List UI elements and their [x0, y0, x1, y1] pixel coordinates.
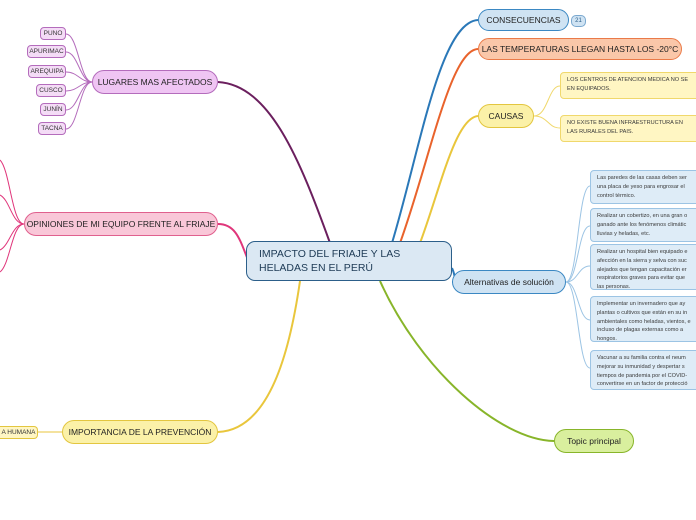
lugar-label: TACNA: [41, 125, 63, 132]
lugar-label: JUNÍN: [43, 106, 63, 113]
alternativa-note-text: Realizar un cobertizo, en una gran o gan…: [597, 213, 688, 237]
lugar-label: PUNO: [43, 30, 63, 37]
lugares-label: LUGARES MAS AFECTADOS: [97, 77, 213, 87]
link-lugares: [217, 81, 331, 244]
topic-principal-label: Topic principal: [567, 436, 621, 446]
lugar-item[interactable]: JUNÍN: [40, 103, 66, 116]
central-topic[interactable]: IMPACTO DEL FRIAJE Y LAS HELADAS EN EL P…: [246, 241, 452, 281]
causa-note[interactable]: LOS CENTROS DE ATENCION MEDICA NO SE EN …: [560, 72, 696, 99]
lugar-item[interactable]: AREQUIPA: [28, 65, 66, 78]
lugar-label: AREQUIPA: [30, 68, 64, 75]
importancia-node[interactable]: IMPORTANCIA DE LA PREVENCIÓN: [62, 420, 218, 444]
link-temperaturas: [399, 48, 479, 244]
lugares-node[interactable]: LUGARES MAS AFECTADOS: [92, 70, 218, 94]
topic-principal-node[interactable]: Topic principal: [554, 429, 634, 453]
causas-node[interactable]: CAUSAS: [478, 104, 534, 128]
alternativas-node[interactable]: Alternativas de solución: [452, 270, 566, 294]
lugar-label: APURIMAC: [29, 48, 64, 55]
link-topic: [379, 280, 555, 442]
link-importancia: [217, 280, 301, 433]
link-causas: [419, 115, 479, 244]
causa-note[interactable]: NO EXISTE BUENA INFRAESTRUCTURA EN LAS R…: [560, 115, 696, 142]
opiniones-node[interactable]: OPINIONES DE MI EQUIPO FRENTE AL FRIAJE: [24, 212, 218, 236]
lugar-item[interactable]: CUSCO: [36, 84, 66, 97]
lugar-item[interactable]: PUNO: [40, 27, 66, 40]
alternativa-note-text: Vacunar a su familia contra el neum mejo…: [597, 355, 688, 388]
consecuencias-node[interactable]: CONSECUENCIAS: [478, 9, 569, 31]
importancia-child[interactable]: A HUMANA: [0, 426, 38, 439]
alternativa-note-text: Realizar un hospital bien equipado e afe…: [597, 249, 688, 290]
temperaturas-node[interactable]: LAS TEMPERATURAS LLEGAN HASTA LOS -20°C: [478, 38, 682, 60]
alternativa-note-text: Implementar un invernadero que ay planta…: [597, 301, 691, 342]
alternativa-note[interactable]: Realizar un hospital bien equipado e afe…: [590, 244, 696, 290]
alternativa-note-text: Las paredes de las casas deben ser una p…: [597, 175, 687, 199]
link-consecuencias: [391, 19, 479, 244]
causas-label: CAUSAS: [488, 111, 524, 121]
lugar-item[interactable]: APURIMAC: [27, 45, 66, 58]
opiniones-label: OPINIONES DE MI EQUIPO FRENTE AL FRIAJE: [26, 219, 216, 229]
alternativa-note[interactable]: Las paredes de las casas deben ser una p…: [590, 170, 696, 204]
temperaturas-label: LAS TEMPERATURAS LLEGAN HASTA LOS -20°C: [481, 44, 679, 54]
central-topic-label: IMPACTO DEL FRIAJE Y LAS HELADAS EN EL P…: [259, 248, 401, 274]
importancia-child-label: A HUMANA: [1, 429, 36, 436]
alternativa-note[interactable]: Realizar un cobertizo, en una gran o gan…: [590, 208, 696, 242]
badge-count: 21: [575, 18, 582, 24]
collapsed-count-badge[interactable]: 21: [571, 15, 586, 27]
alternativa-note[interactable]: Implementar un invernadero que ay planta…: [590, 296, 696, 342]
causa-note-text: LOS CENTROS DE ATENCION MEDICA NO SE EN …: [567, 77, 689, 92]
alternativas-label: Alternativas de solución: [464, 277, 554, 287]
lugar-label: CUSCO: [39, 87, 63, 94]
alternativa-note[interactable]: Vacunar a su familia contra el neum mejo…: [590, 350, 696, 390]
consecuencias-label: CONSECUENCIAS: [486, 15, 561, 25]
lugar-item[interactable]: TACNA: [38, 122, 66, 135]
link-opiniones: [217, 223, 249, 261]
causa-note-text: NO EXISTE BUENA INFRAESTRUCTURA EN LAS R…: [567, 120, 683, 135]
importancia-label: IMPORTANCIA DE LA PREVENCIÓN: [68, 427, 212, 437]
